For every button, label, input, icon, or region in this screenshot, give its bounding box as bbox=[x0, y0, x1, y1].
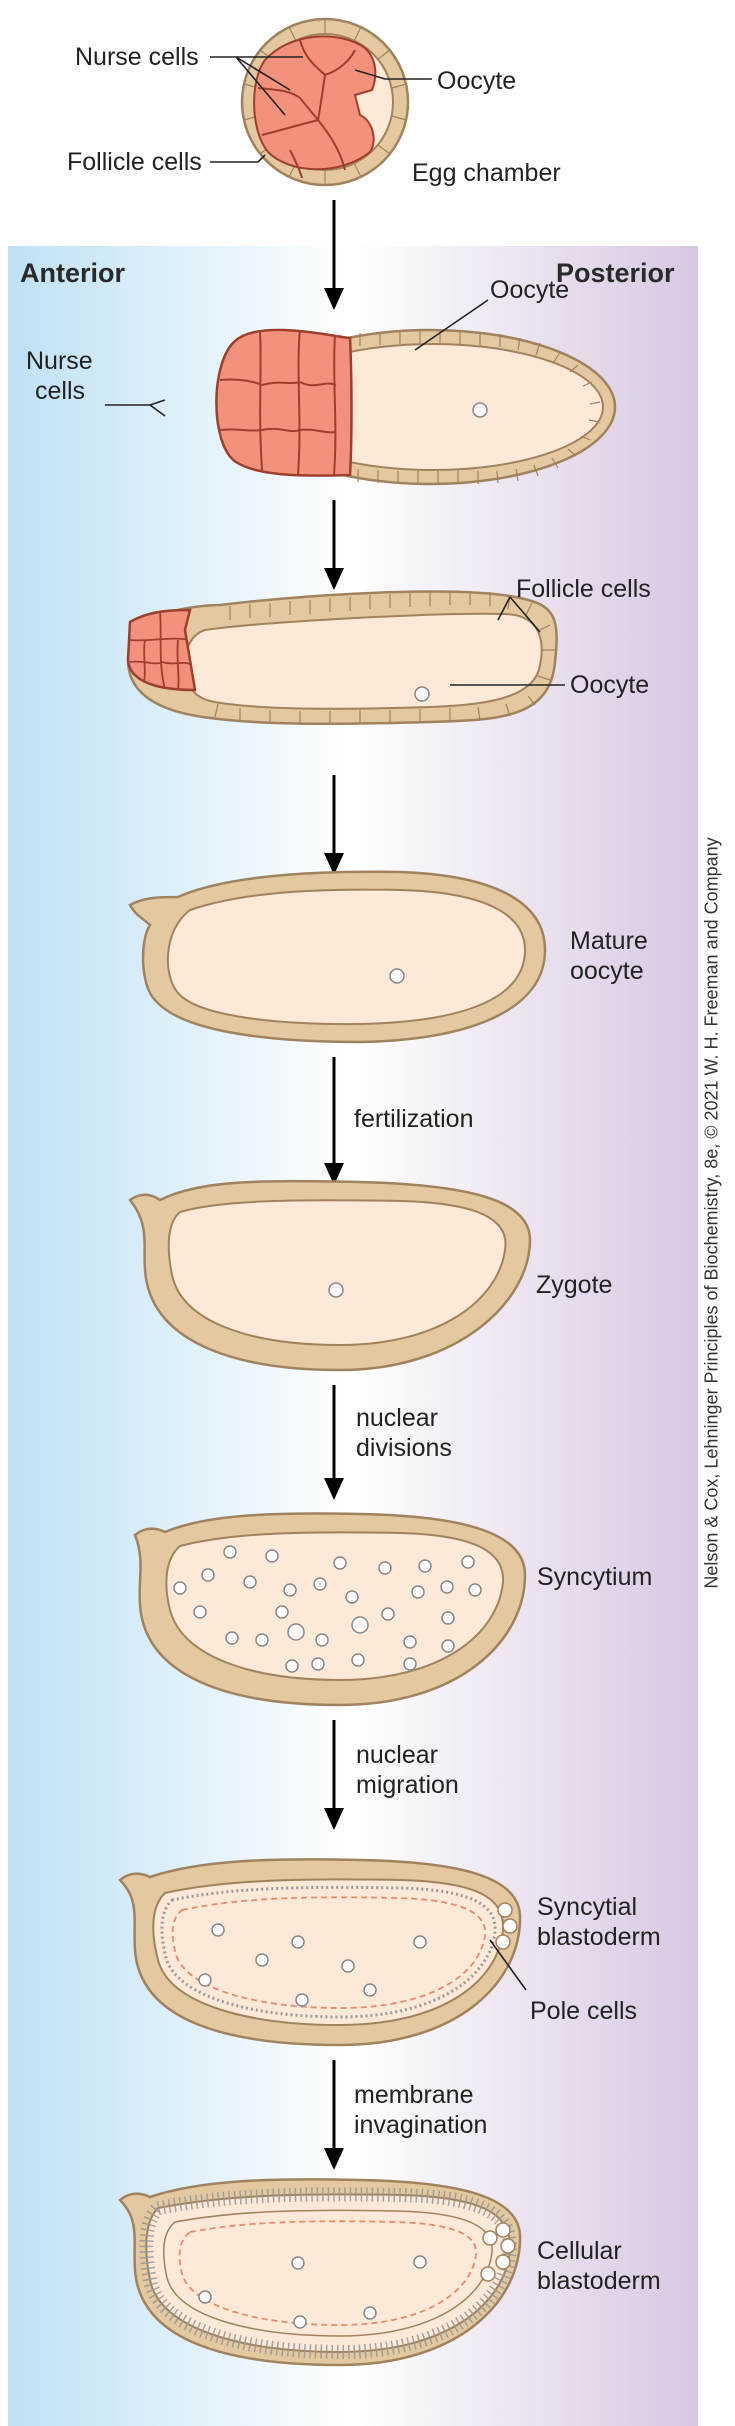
egg-chamber bbox=[240, 17, 410, 187]
nucleus-4 bbox=[328, 1282, 344, 1298]
label-mature-line2: oocyte bbox=[570, 957, 644, 985]
stage-2-egg bbox=[126, 590, 558, 726]
label-cellular-line2: blastoderm bbox=[537, 2267, 661, 2295]
nucleus-2 bbox=[414, 686, 430, 702]
label-follicle-cells: Follicle cells bbox=[67, 148, 202, 176]
step-fertilization: fertilization bbox=[354, 1105, 474, 1133]
leader-lines bbox=[105, 56, 565, 1991]
label-syncytial-line1: Syncytial bbox=[537, 1893, 638, 1921]
arrows bbox=[324, 200, 344, 2170]
step-nuclear-divisions-line1: nuclear bbox=[356, 1404, 438, 1432]
stage-1-egg bbox=[215, 328, 617, 486]
label-mature-line1: Mature bbox=[570, 927, 648, 955]
step-nuclear-migration-line2: migration bbox=[356, 1771, 459, 1799]
pole-cells-2 bbox=[480, 2222, 516, 2282]
zygote bbox=[128, 1179, 532, 1372]
axis-posterior-label: Posterior bbox=[556, 258, 675, 288]
label-oocyte: Oocyte bbox=[437, 67, 517, 95]
step-membrane-invagination-line2: invagination bbox=[354, 2111, 488, 2139]
label-zygote: Zygote bbox=[536, 1271, 613, 1299]
label-pole-cells: Pole cells bbox=[530, 1997, 637, 2025]
nucleus-3 bbox=[389, 968, 405, 984]
pole-cells-1 bbox=[495, 1902, 518, 1950]
label-oocyte-3: Oocyte bbox=[570, 671, 650, 699]
axis-anterior-label: Anterior bbox=[20, 258, 126, 288]
syncytium-nuclei bbox=[173, 1545, 482, 1673]
cellular-blastoderm-embryo bbox=[118, 2178, 522, 2367]
label-nurse-line1: Nurse bbox=[26, 347, 93, 375]
label-oocyte-2: Oocyte bbox=[490, 276, 570, 304]
step-nuclear-divisions-line2: divisions bbox=[356, 1434, 452, 1462]
nurse-cells-1 bbox=[215, 328, 353, 477]
nurse-cells-chamber bbox=[253, 35, 377, 171]
label-nurse-cells: Nurse cells bbox=[75, 43, 199, 71]
syncytial-blastoderm-embryo bbox=[118, 1858, 522, 2047]
label-syncytial-line2: blastoderm bbox=[537, 1923, 661, 1951]
nucleus-1 bbox=[472, 402, 488, 418]
mature-oocyte bbox=[128, 870, 547, 1044]
step-membrane-invagination-line1: membrane bbox=[354, 2081, 474, 2109]
syncytium-embryo bbox=[133, 1512, 527, 1707]
label-nurse-line2: cells bbox=[35, 377, 86, 405]
label-syncytium: Syncytium bbox=[537, 1563, 653, 1591]
label-cellular-line1: Cellular bbox=[537, 2237, 622, 2265]
credit-line: Nelson & Cox, Lehninger Principles of Bi… bbox=[701, 837, 722, 1589]
label-egg-chamber: Egg chamber bbox=[412, 159, 561, 187]
step-nuclear-migration-line1: nuclear bbox=[356, 1741, 438, 1769]
label-follicle-cells-2: Follicle cells bbox=[516, 575, 651, 603]
